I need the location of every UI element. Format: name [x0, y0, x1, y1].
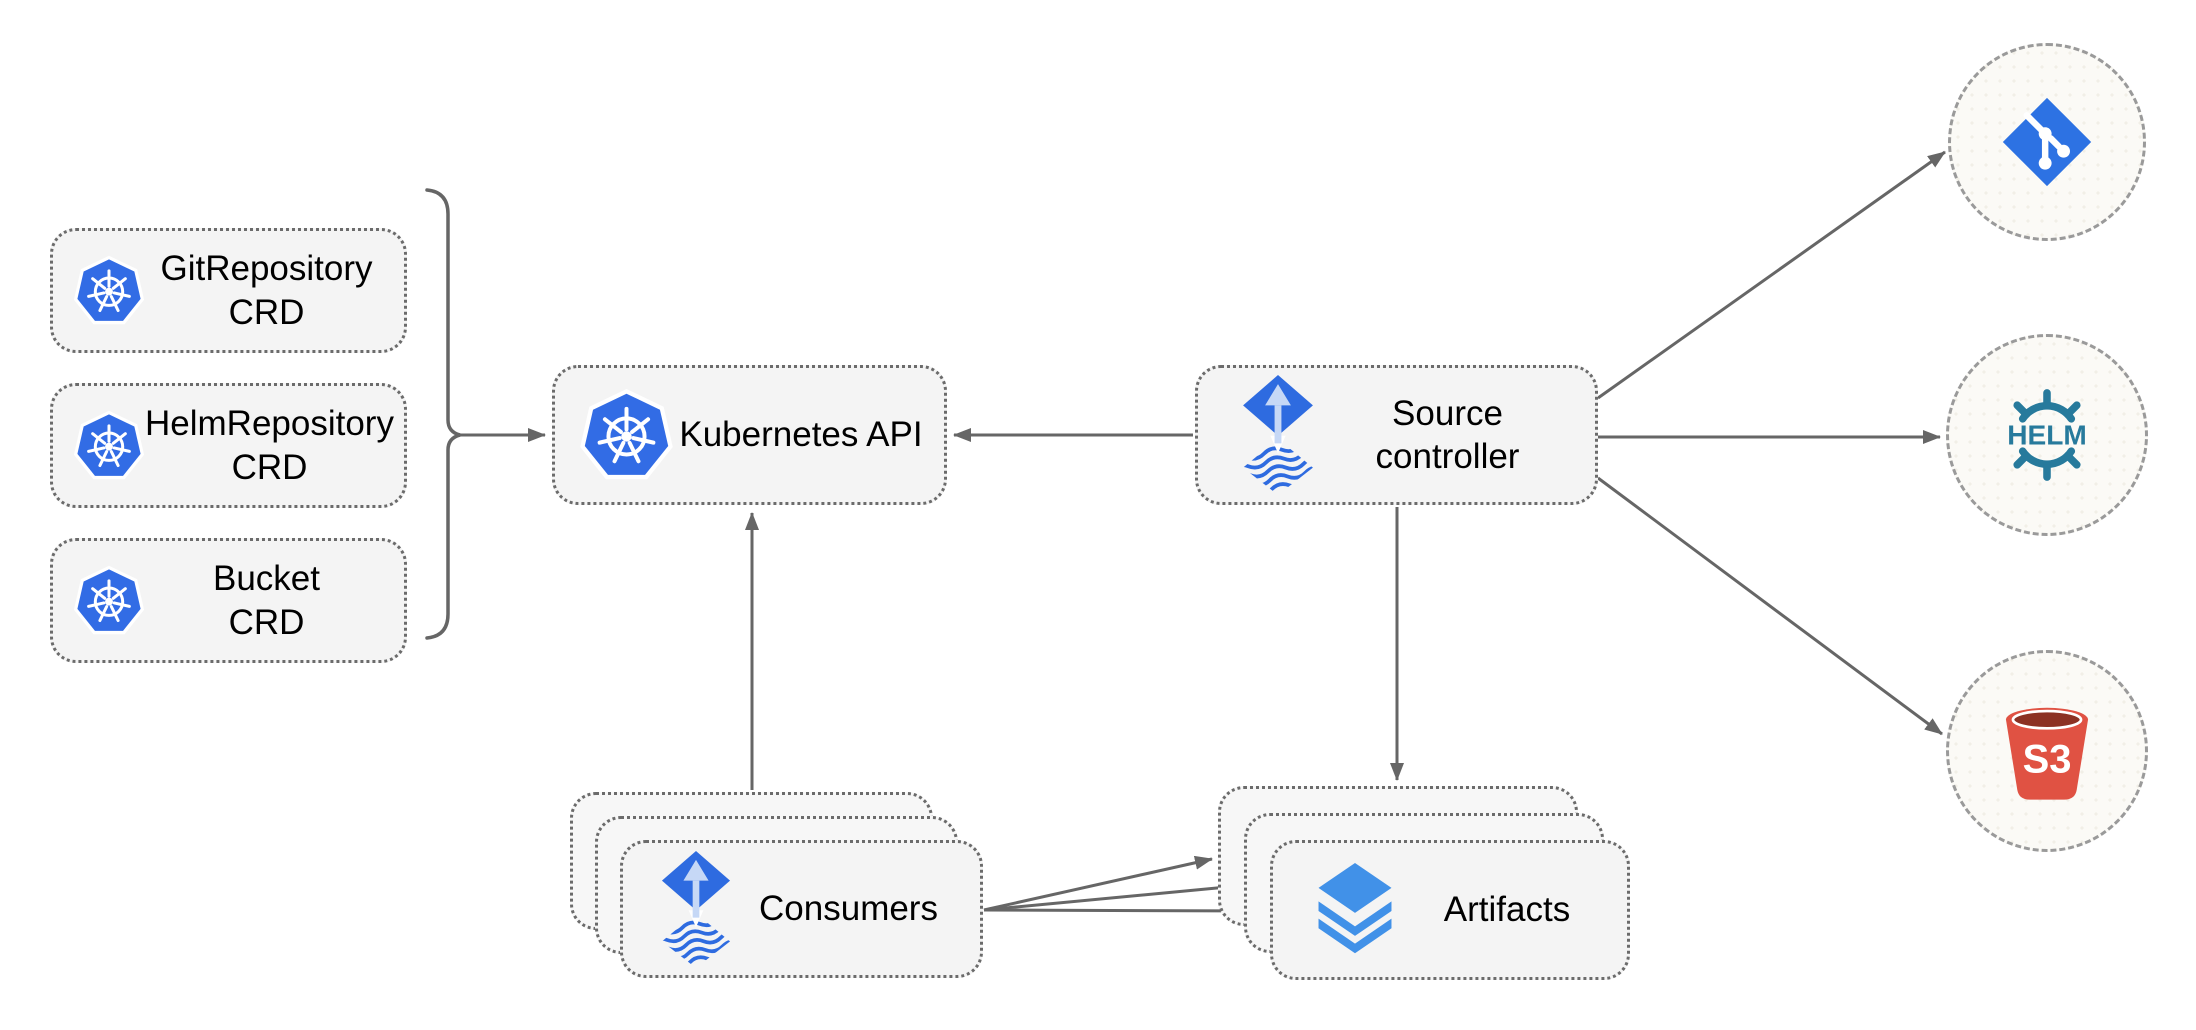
helm-logo-text: HELM — [2007, 420, 2087, 451]
source-controller-label-line2: controller — [1375, 437, 1520, 476]
helmrepository-crd-label: HelmRepository CRD — [145, 402, 410, 489]
helm-icon: HELM — [2007, 389, 2087, 481]
edge-source-to-git — [1597, 150, 1946, 400]
bucket-crd-box: Bucket CRD — [50, 538, 407, 663]
s3-source-circle: S3 — [1946, 650, 2148, 852]
source-controller-box: Source controller — [1195, 365, 1598, 505]
kubernetes-icon — [73, 565, 145, 637]
source-controller-label-line1: Source — [1392, 393, 1503, 433]
s3-icon: S3 — [2005, 707, 2089, 800]
gitrepository-crd-label-line2: CRD — [228, 292, 305, 332]
gitrepository-crd-box: GitRepository CRD — [50, 228, 407, 353]
edge-consumers-to-artifacts-front — [983, 903, 1265, 918]
artifacts-label: Artifacts — [1403, 888, 1627, 931]
git-source-circle — [1948, 43, 2146, 241]
kubernetes-icon — [73, 410, 145, 482]
kubernetes-api-box: Kubernetes API — [552, 365, 947, 505]
flux-icon — [1240, 375, 1316, 495]
kubernetes-icon — [73, 255, 145, 327]
bucket-crd-label-line1: Bucket — [213, 559, 320, 599]
edge-consumers-to-artifacts-middle — [983, 880, 1239, 912]
kubernetes-api-label-text: Kubernetes API — [679, 415, 923, 455]
artifacts-box: Artifacts — [1270, 840, 1630, 980]
s3-logo-text: S3 — [2023, 738, 2072, 782]
edge-consumers-to-artifacts-back — [983, 855, 1213, 912]
edge-source-to-s3 — [1597, 476, 1943, 736]
gitrepository-crd-label-line1: GitRepository — [160, 249, 373, 289]
flux-icon — [659, 851, 733, 968]
helmrepository-crd-label-line1: HelmRepository — [145, 404, 394, 444]
kubernetes-api-label: Kubernetes API — [674, 413, 944, 456]
git-icon — [2001, 96, 2093, 188]
kubernetes-icon — [579, 388, 674, 483]
gitrepository-crd-label: GitRepository CRD — [145, 247, 404, 334]
helmrepository-crd-box: HelmRepository CRD — [50, 383, 407, 508]
source-controller-label: Source controller — [1316, 392, 1595, 479]
consumers-box: Consumers — [620, 840, 983, 978]
crd-group-brace — [425, 188, 461, 640]
artifacts-label-text: Artifacts — [1443, 890, 1571, 930]
consumers-label: Consumers — [733, 887, 980, 930]
layers-icon — [1318, 862, 1392, 954]
helm-source-circle: HELM — [1946, 334, 2148, 536]
helmrepository-crd-label-line2: CRD — [231, 447, 308, 487]
consumers-label-text: Consumers — [759, 889, 938, 929]
bucket-crd-label: Bucket CRD — [145, 557, 404, 644]
bucket-crd-label-line2: CRD — [228, 602, 305, 642]
